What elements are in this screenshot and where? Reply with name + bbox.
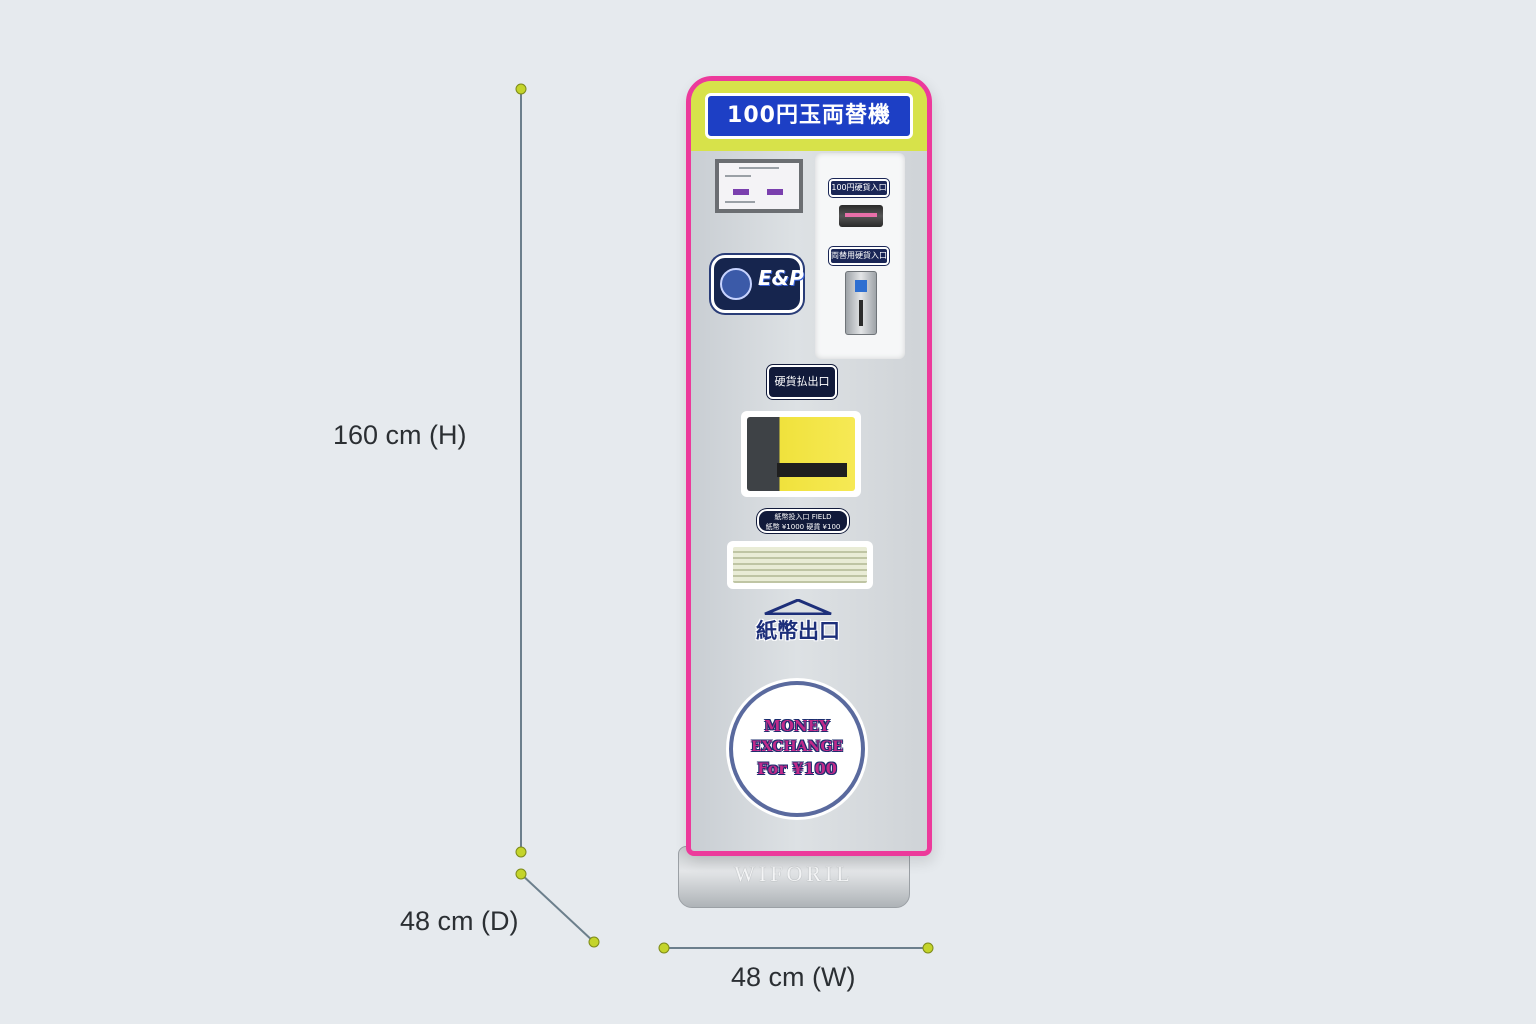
screen-button-left [733,189,749,195]
machine-base: WIFORIL [678,846,910,908]
info-tag-line1: 紙幣投入口 FIELD [774,513,832,521]
bill-output-slot[interactable] [727,541,873,589]
display-screen [715,159,803,213]
coin-output-tray[interactable] [741,411,861,497]
width-start-marker [658,942,670,954]
coin-slot[interactable] [839,205,883,227]
brand-logo: E&P [711,255,804,313]
coin-out-label: 硬貨払出口 [767,365,837,399]
bill-out-label: 紙幣出口 [756,619,840,643]
money-exchange-sign: MONEY EXCHANGE For ¥100 [729,681,865,817]
depth-start-marker [515,868,527,880]
base-engraving: WIFORIL [734,861,854,886]
coin-input-panel: 100円硬貨入口 両替用硬貨入口 [815,153,905,359]
coin-insert-label: 両替用硬貨入口 [829,247,889,265]
info-tag: 紙幣投入口 FIELD 紙幣 ¥1000 硬貨 ¥100 [757,509,849,533]
money-exchange-machine: 100円玉両替機 E&P 100円硬貨入口 両替用硬貨入口 硬貨払出口 紙幣投入… [686,76,932,856]
round-sign-line2: EXCHANGE [751,739,843,755]
width-label: 48 cm (W) [731,962,856,992]
logo-emblem-icon [720,268,752,300]
top-sign: 100円玉両替機 [705,93,913,139]
coin-insert-slot [859,300,863,326]
house-roof-icon [764,599,832,615]
top-band: 100円玉両替機 [691,81,927,151]
height-bottom-marker [515,846,527,858]
coin-return-button-icon [855,280,867,292]
round-sign-line1: MONEY [764,717,830,735]
info-tag-line2: 紙幣 ¥1000 硬貨 ¥100 [765,523,841,531]
depth-guide-line [520,873,595,943]
logo-text: E&P [758,266,804,290]
width-end-marker [922,942,934,954]
coin-slot-label: 100円硬貨入口 [829,179,889,197]
round-sign-line3: For ¥100 [757,759,837,778]
depth-label: 48 cm (D) [400,906,519,936]
bill-out-label-group: 紙幣出口 [745,599,851,645]
screen-button-right [767,189,783,195]
depth-end-marker [588,936,600,948]
height-top-marker [515,83,527,95]
coin-mechanism[interactable] [845,271,877,335]
height-label: 160 cm (H) [333,420,467,450]
